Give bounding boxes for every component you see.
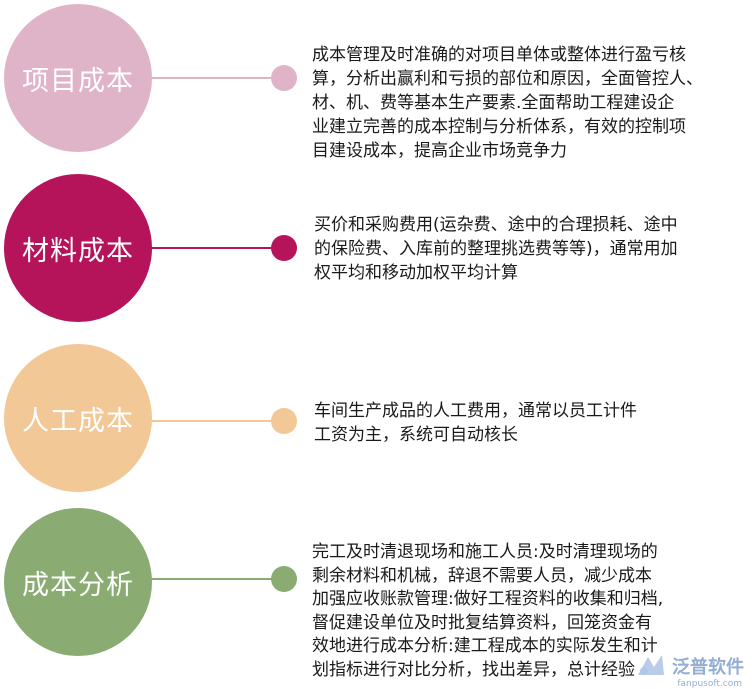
watermark-text: 泛普软件: [672, 657, 744, 678]
fanpu-logo-icon: [638, 655, 664, 675]
desc-line: 督促建设单位及时批复结算资料，回笼资金有: [312, 612, 652, 633]
desc-cost-analysis: 完工及时清退现场和施工人员:及时清理现场的 剩余材料和机械，辞退不需要人员，减少…: [312, 541, 663, 682]
desc-line: 业建立完善的成本控制与分析体系，有效的控制项: [312, 117, 686, 137]
desc-line: 权平均和移动加权平均计算: [314, 263, 518, 283]
desc-line: 成本管理及时准确的对项目单体或整体进行盈亏核: [312, 45, 686, 65]
desc-line: 工资为主，系统可自动核长: [314, 425, 518, 445]
watermark-logo: 泛普软件 fanpusoft.com: [634, 651, 744, 689]
circle-project-cost: 项目成本: [4, 4, 152, 152]
connector-line: [150, 247, 278, 249]
circle-cost-analysis: 成本分析: [4, 508, 152, 656]
desc-line: 的保险费、入库前的整理挑选费等等)，通常用加: [314, 239, 678, 259]
title-material-cost: 材料成本: [22, 235, 134, 267]
desc-line: 算，分析出赢利和亏损的部位和原因，全面管控人、: [312, 69, 703, 89]
circle-labor-cost: 人工成本: [4, 344, 152, 492]
connector-line: [150, 77, 278, 79]
desc-line: 材、机、费等基本生产要素.全面帮助工程建设企: [312, 93, 675, 113]
desc-line: 效地进行成本分析:建工程成本的实际发生和计: [312, 636, 658, 656]
desc-line: 加强应收账款管理:做好工程资料的收集和归档,: [312, 589, 664, 609]
title-labor-cost: 人工成本: [22, 405, 134, 437]
title-project-cost: 项目成本: [22, 65, 134, 97]
watermark-sub: fanpusoft.com: [677, 679, 742, 689]
desc-labor-cost: 车间生产成品的人工费用，通常以员工计件 工资为主，系统可自动核长: [314, 399, 637, 447]
circle-material-cost: 材料成本: [4, 174, 152, 322]
title-cost-analysis: 成本分析: [22, 569, 134, 601]
desc-line: 完工及时清退现场和施工人员:及时清理现场的: [312, 542, 658, 562]
desc-line: 剩余材料和机械，辞退不需要人员，减少成本: [312, 565, 652, 586]
desc-line: 买价和采购费用(运杂费、途中的合理损耗、途中: [314, 215, 678, 235]
connector-line: [150, 420, 278, 422]
connector-dot: [271, 65, 297, 91]
connector-dot: [271, 566, 297, 592]
desc-line: 车间生产成品的人工费用，通常以员工计件: [314, 401, 637, 421]
desc-material-cost: 买价和采购费用(运杂费、途中的合理损耗、途中 的保险费、入库前的整理挑选费等等)…: [314, 213, 678, 285]
connector-dot: [271, 408, 297, 434]
connector-line: [150, 578, 278, 580]
connector-dot: [271, 235, 297, 261]
desc-project-cost: 成本管理及时准确的对项目单体或整体进行盈亏核 算，分析出赢利和亏损的部位和原因，…: [312, 43, 703, 163]
desc-line: 划指标进行对比分析，找出差异，总计经验: [312, 659, 635, 680]
desc-line: 目建设成本，提高企业市场竞争力: [312, 141, 567, 161]
